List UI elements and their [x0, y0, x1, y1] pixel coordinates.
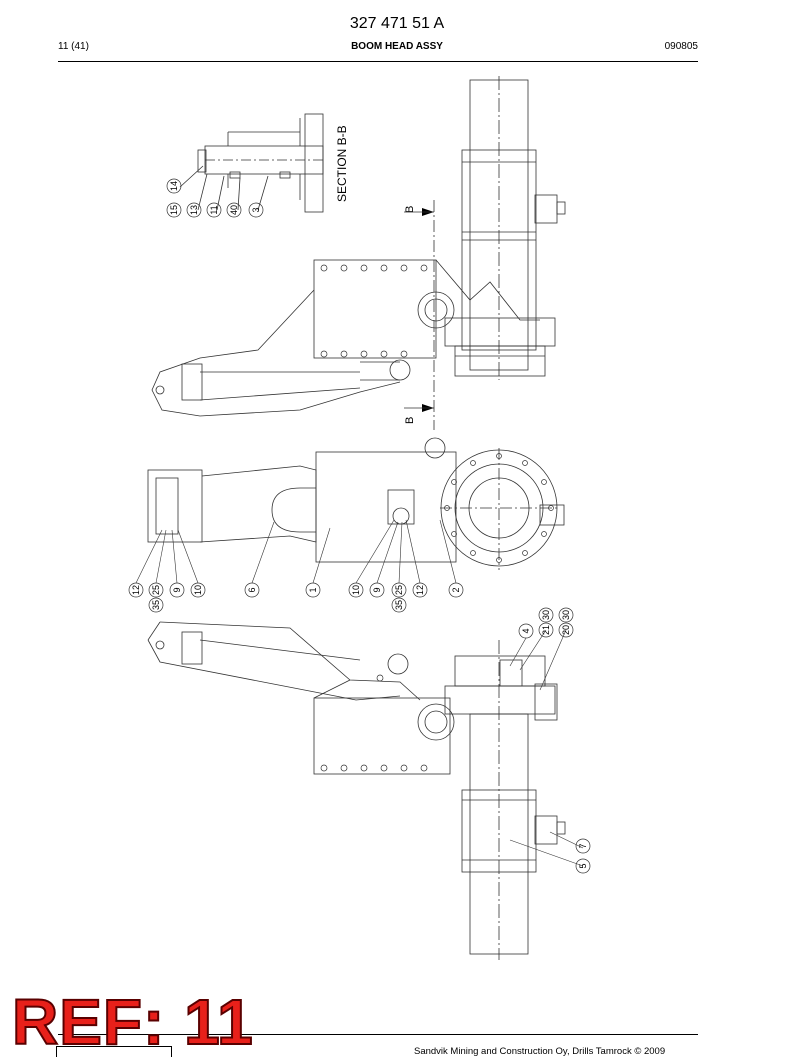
callout-label: 25	[394, 585, 404, 595]
callout-label: 6	[247, 587, 257, 592]
middle-view-bolts	[444, 453, 554, 563]
callout-label: 40	[229, 205, 239, 215]
callout-label: 35	[151, 600, 161, 610]
callout-label: 15	[169, 205, 179, 215]
bottom-callouts: 4 21 30 20 30 7 5	[518, 607, 591, 874]
callout-label: 2	[451, 587, 461, 592]
page-reference: 11 (41)	[58, 41, 89, 52]
middle-leaders	[135, 519, 457, 584]
middle-view	[147, 437, 565, 570]
bottom-view	[147, 621, 566, 960]
footer-rule	[58, 1034, 698, 1035]
callout-label: 5	[578, 863, 588, 868]
callout-label: 1	[308, 587, 318, 592]
callout-label: 25	[151, 585, 161, 595]
top-view	[151, 76, 566, 417]
callout-label: 12	[131, 585, 141, 595]
callout-label: 30	[541, 610, 551, 620]
top-view-bolts	[320, 264, 428, 358]
section-callouts: 14 15 13 11 40 3	[166, 178, 264, 218]
section-detail	[179, 113, 324, 213]
callout-label: 21	[541, 625, 551, 635]
callout-label: 35	[394, 600, 404, 610]
callout-label: 20	[561, 625, 571, 635]
section-label: SECTION B-B	[335, 125, 349, 202]
callout-label: 11	[209, 205, 219, 214]
callout-label: 30	[561, 610, 571, 620]
document-date: 090805	[664, 41, 698, 52]
middle-callouts: 12 25 35 9 10 6 1 10 9 25 35 12 2	[128, 582, 464, 613]
section-marker: B	[404, 417, 416, 424]
bottom-view-bolts	[320, 674, 428, 772]
section-marker: B	[404, 206, 416, 213]
header-rule	[58, 61, 698, 62]
callout-label: 3	[251, 207, 261, 212]
callout-label: 9	[172, 587, 182, 592]
callout-label: 12	[415, 585, 425, 595]
callout-label: 13	[189, 205, 199, 215]
callout-label: 9	[372, 587, 382, 592]
bottom-leaders	[509, 629, 584, 867]
document-number: 327 471 51 A	[349, 15, 445, 32]
company-logo	[56, 1046, 172, 1057]
callout-label: 7	[578, 843, 588, 848]
document-title: BOOM HEAD ASSY	[351, 41, 443, 52]
callout-label: 14	[169, 181, 179, 191]
callout-label: 10	[193, 585, 203, 595]
copyright-notice: Sandvik Mining and Construction Oy, Dril…	[414, 1046, 666, 1057]
callout-label: 4	[521, 628, 531, 633]
callout-label: 10	[351, 585, 361, 595]
